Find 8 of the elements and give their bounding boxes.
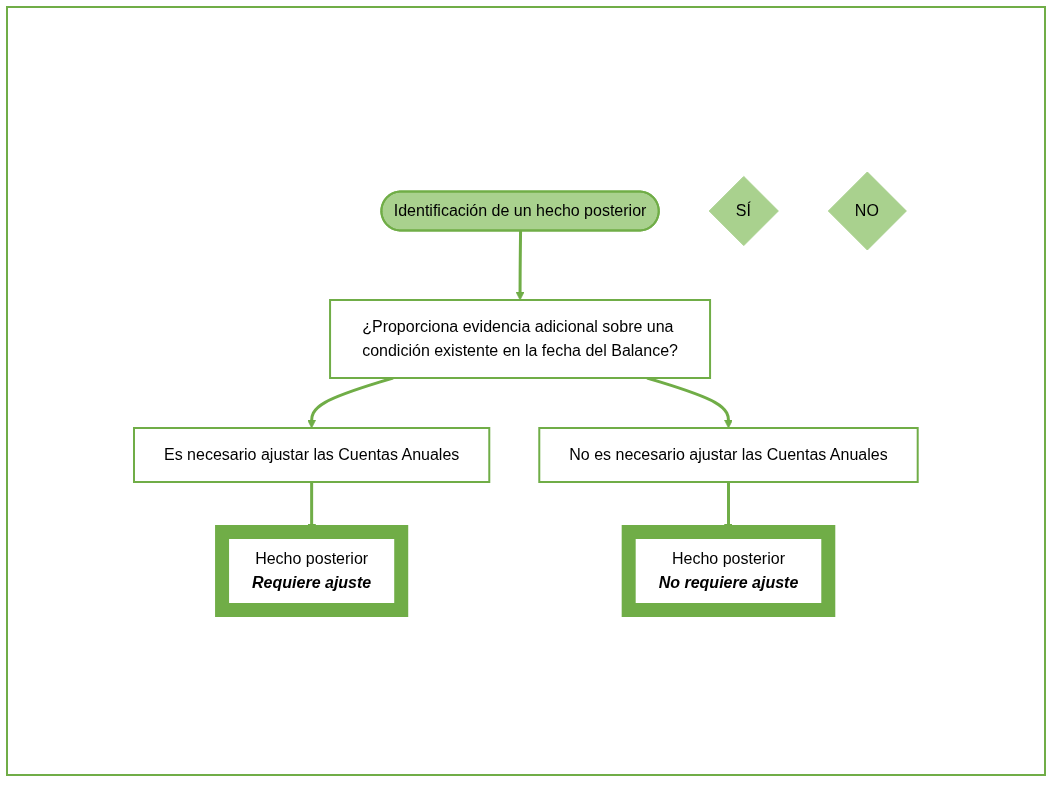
node-diamond: NO [828, 171, 907, 251]
arrow [515, 231, 525, 301]
node-box: Es necesario ajustar las Cuentas Anuales [133, 427, 491, 483]
node-box: No es necesario ajustar las Cuentas Anuales [538, 427, 919, 483]
node-diamond: SÍ [708, 175, 779, 247]
node-box: Hecho posterior No requiere ajuste [621, 525, 836, 617]
node-box: ¿Proporciona evidencia adicional sobre una condición existente en la fecha del Balance? [329, 299, 712, 379]
node-box: Hecho posterior Requiere ajuste [215, 525, 409, 617]
